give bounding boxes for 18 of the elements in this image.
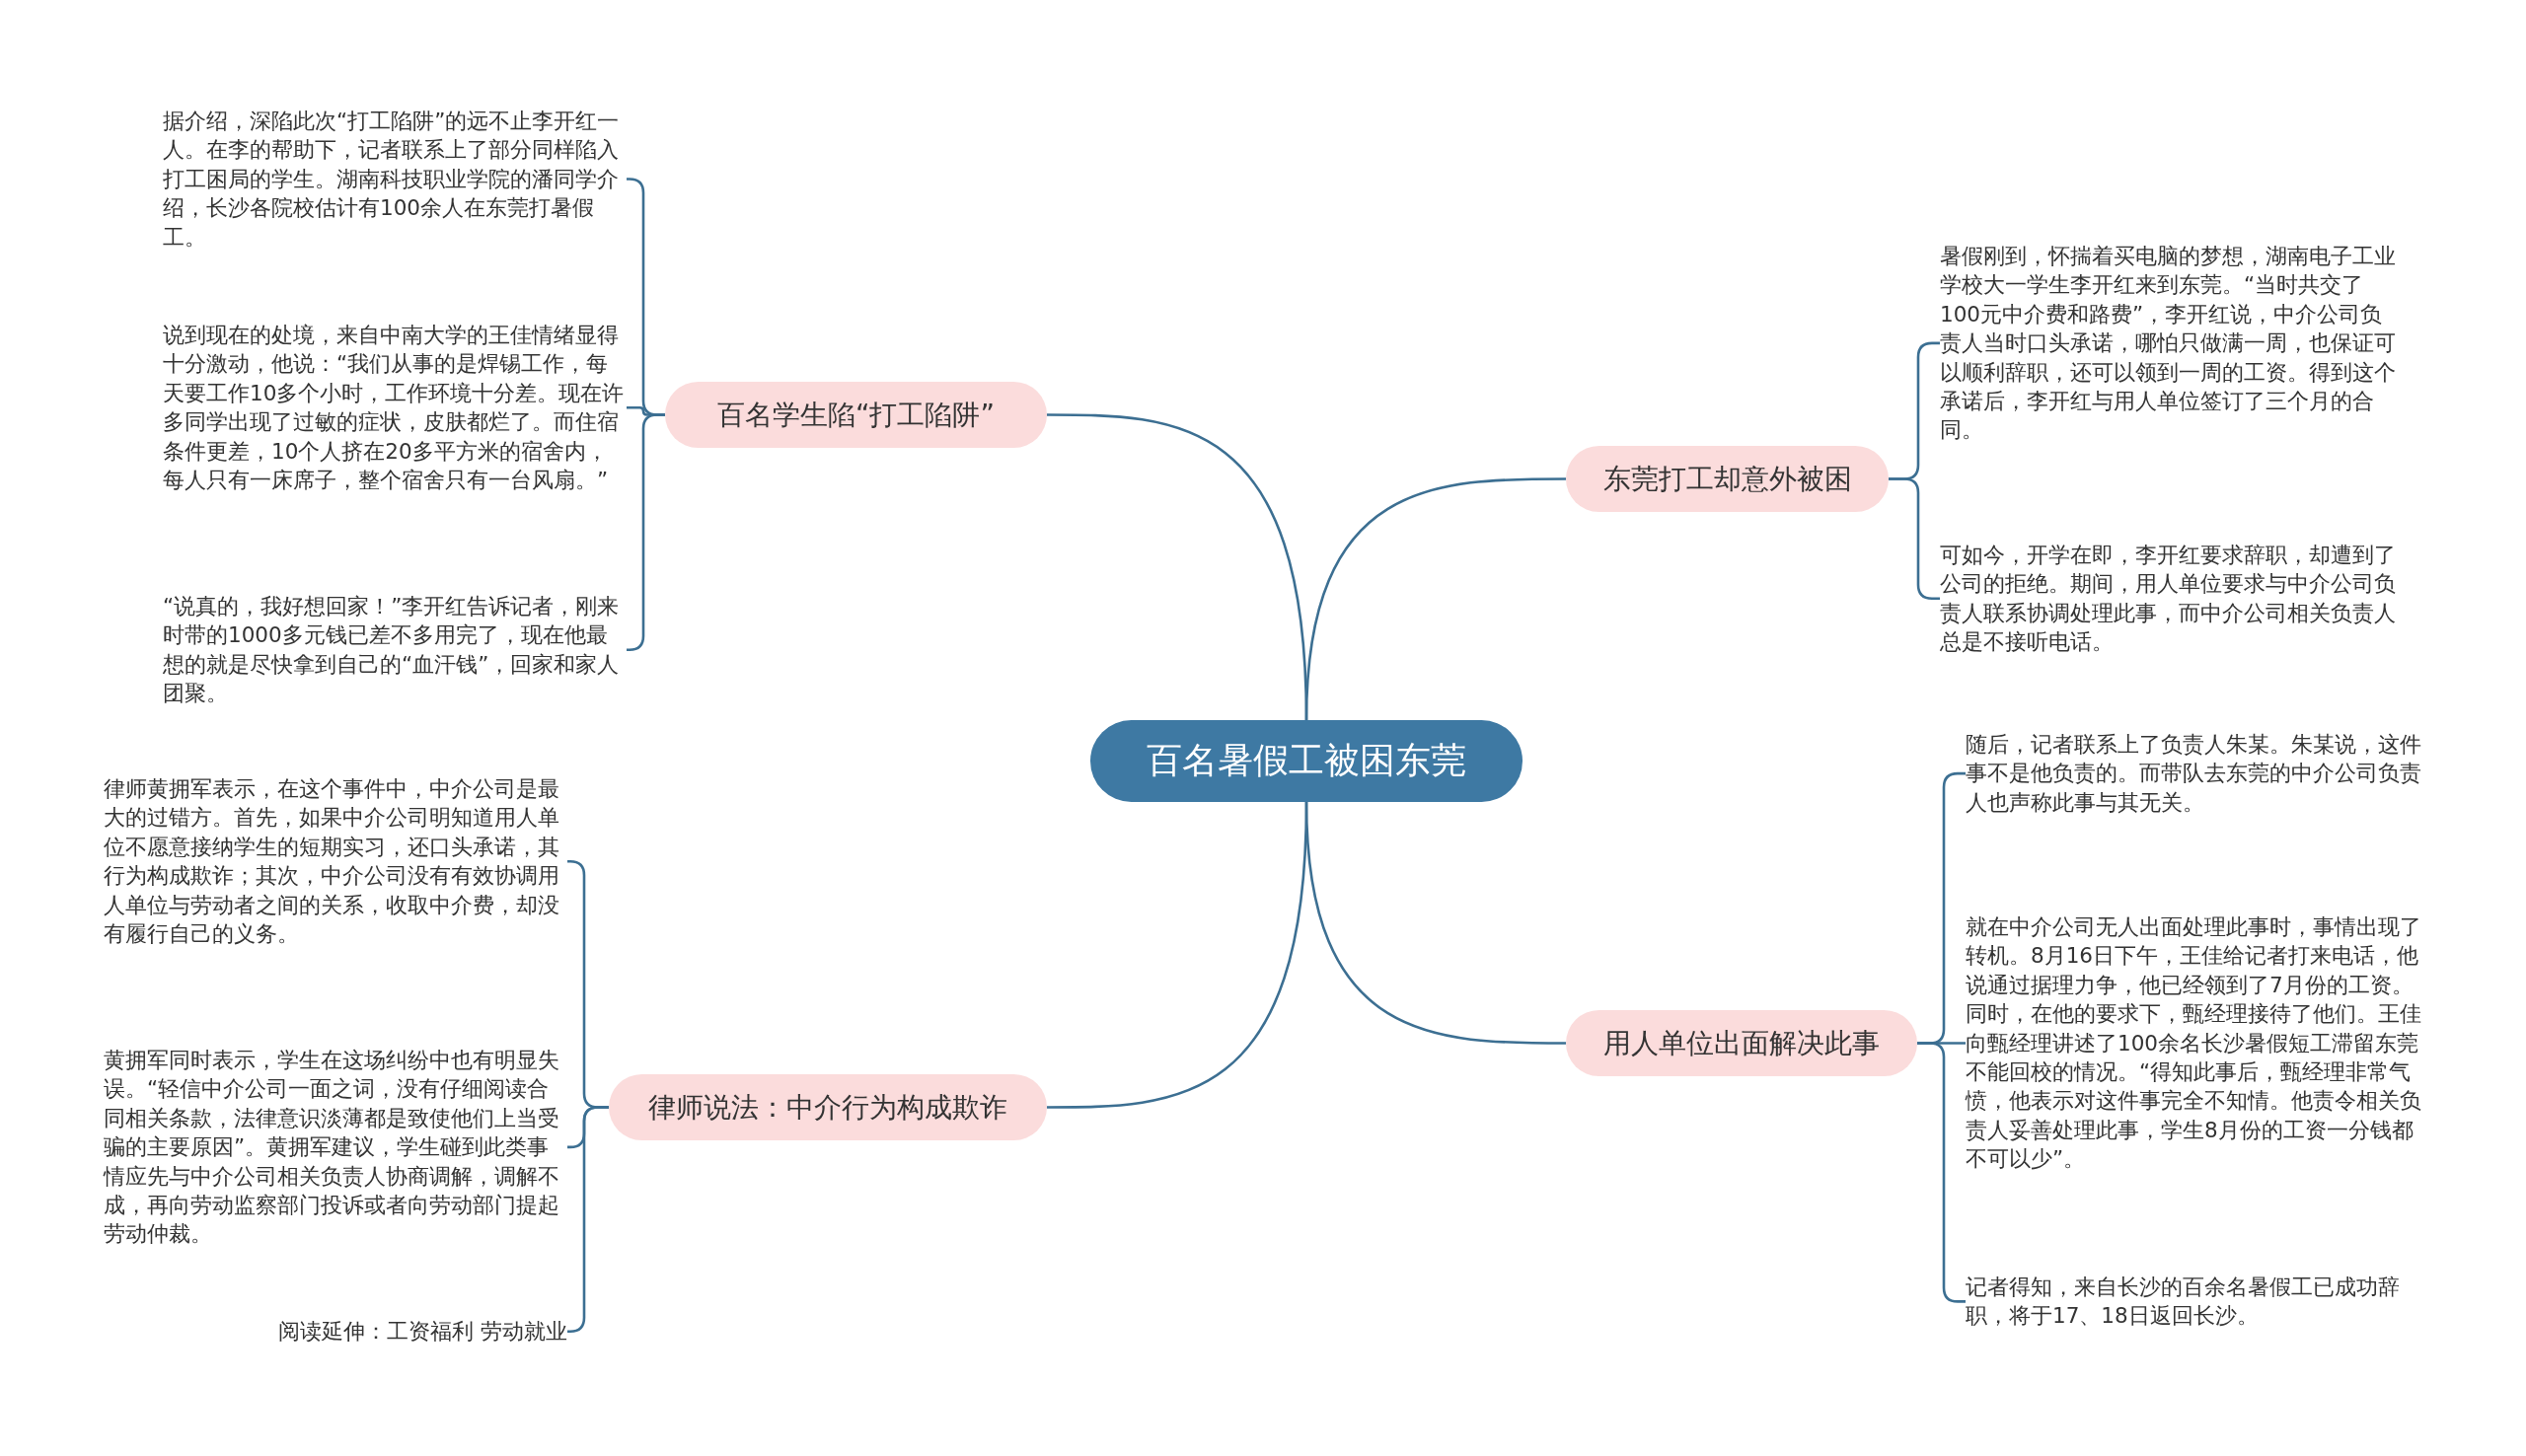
topic-pill: 东莞打工却意外被困 (1566, 446, 1889, 512)
note-text: 黄拥军同时表示，学生在这场纠纷中也有明显失误。“轻信中介公司一面之词，没有仔细阅读合同相关条款，法律意识淡薄都是致使他们上当受骗的主要原因”。黄拥军建议，学生碰到此类事情应先与中介公司相关负责人协商调解，调解不成，再向劳动监察部门投诉或者向劳动部门提起劳动仲裁。 (104, 1046, 567, 1249)
topic-pill: 用人单位出面解决此事 (1566, 1010, 1917, 1076)
central-topic: 百名暑假工被困东莞 (1090, 720, 1523, 802)
note-text: 记者得知，来自长沙的百余名暑假工已成功辞职，将于17、18日返回长沙。 (1966, 1273, 2429, 1331)
note-text: 就在中介公司无人出面处理此事时，事情出现了转机。8月16日下午，王佳给记者打来电话，他说通过据理力争，他已经领到了7月份的工资。同时，在他的要求下，甄经理接待了他们。王佳向甄经理讲述了100余名长沙暑假短工滞留东莞不能回校的情况。“得知此事后，甄经理非常气愤，他表示对这件事完全不知情。他责令相关负责人妥善处理此事，学生8月份的工资一分钱都不可以少”。 (1966, 912, 2429, 1174)
note-text: 说到现在的处境，来自中南大学的王佳情绪显得十分激动，他说：“我们从事的是焊锡工作，每天要工作10多个小时，工作环境十分差。现在许多同学出现了过敏的症状，皮肤都烂了。而住宿条件更差，10个人挤在20多平方米的宿舍内，每人只有一床席子，整个宿舍只有一台风扇。” (163, 321, 627, 495)
note-text: 律师黄拥军表示，在这个事件中，中介公司是最大的过错方。首先，如果中介公司明知道用人单位不愿意接纳学生的短期实习，还口头承诺，其行为构成欺诈；其次，中介公司没有有效协调用人单位与劳动者之间的关系，收取中介费，却没有履行自己的义务。 (104, 774, 567, 949)
note-text: 阅读延伸：工资福利 劳动就业 (278, 1317, 567, 1347)
note-text: 据介绍，深陷此次“打工陷阱”的远不止李开红一人。在李的帮助下，记者联系上了部分同样陷入打工困局的学生。湖南科技职业学院的潘同学介绍，长沙各院校估计有100余人在东莞打暑假工。 (163, 107, 627, 253)
topic-pill: 百名学生陷“打工陷阱” (665, 382, 1047, 448)
connector-line (1304, 801, 1566, 1045)
note-text: 可如今，开学在即，李开红要求辞职，却遭到了公司的拒绝。期间，用人单位要求与中介公司负责人联系协调处理此事，而中介公司相关负责人总是不接听电话。 (1940, 541, 2404, 657)
note-text: 暑假刚到，怀揣着买电脑的梦想，湖南电子工业学校大一学生李开红来到东莞。“当时共交了100元中介费和路费”，李开红说，中介公司负责人当时口头承诺，哪怕只做满一周，也保证可以顺利辞职，还可以领到一周的工资。得到这个承诺后，李开红与用人单位签订了三个月的合同。 (1940, 242, 2404, 445)
note-text: “说真的，我好想回家！”李开红告诉记者，刚来时带的1000多元钱已差不多用完了，现在他最想的就是尽快拿到自己的“血汗钱”，回家和家人团聚。 (163, 592, 627, 708)
connector-line (1304, 477, 1566, 721)
note-text: 随后，记者联系上了负责人朱某。朱某说，这件事不是他负责的。而带队去东莞的中介公司负责人也声称此事与其无关。 (1966, 730, 2429, 818)
topic-pill: 律师说法：中介行为构成欺诈 (609, 1074, 1047, 1140)
